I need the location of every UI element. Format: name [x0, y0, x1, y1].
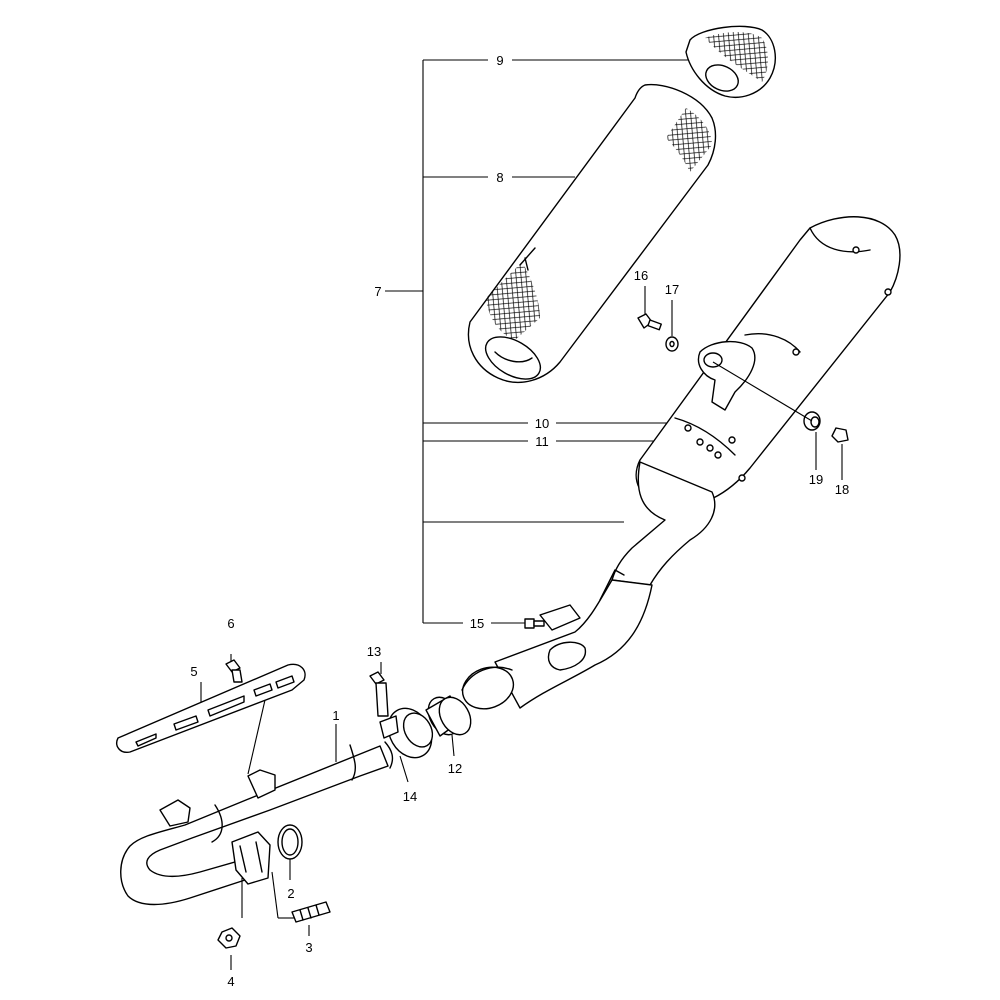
callout-5: 5 [190, 664, 197, 679]
muffler-sleeve-part-8 [467, 83, 717, 383]
washer-part-17 [665, 336, 679, 352]
end-cap-part-9 [685, 25, 776, 98]
callout-1: 1 [332, 708, 339, 723]
gasket-part-12 [425, 695, 472, 737]
callout-8: 8 [496, 170, 503, 185]
callout-2: 2 [287, 886, 294, 901]
bolt-part-16 [637, 313, 662, 331]
gasket-part-2 [277, 824, 303, 860]
nut-part-4 [217, 927, 241, 949]
bolt-part-18 [831, 427, 849, 443]
callout-11: 11 [535, 434, 549, 449]
callout-17: 17 [665, 282, 679, 297]
callout-10: 10 [535, 416, 549, 431]
callout-4: 4 [227, 974, 234, 989]
callout-14: 14 [403, 789, 417, 804]
callout-3: 3 [305, 940, 312, 955]
stud-bolt-part-3 [291, 901, 331, 923]
callout-15: 15 [470, 616, 484, 631]
callout-13: 13 [367, 644, 381, 659]
callout-19: 19 [809, 472, 823, 487]
callout-7: 7 [374, 284, 381, 299]
callout-6: 6 [227, 616, 234, 631]
clamp-part-14 [379, 707, 434, 759]
callout-18: 18 [835, 482, 849, 497]
heat-shield-part-5 [116, 663, 306, 753]
callout-12: 12 [448, 761, 462, 776]
callout-16: 16 [634, 268, 648, 283]
bolt-part-15 [524, 618, 545, 629]
callout-9: 9 [496, 53, 503, 68]
silencer-assembly-part-7 [461, 216, 901, 710]
bolt-part-13 [369, 671, 389, 717]
callout-labels: 1 2 3 4 5 6 7 8 9 10 11 12 13 14 15 16 1… [190, 53, 849, 989]
exhaust-pipe-part-1 [120, 741, 394, 906]
screw-part-6 [225, 659, 243, 683]
